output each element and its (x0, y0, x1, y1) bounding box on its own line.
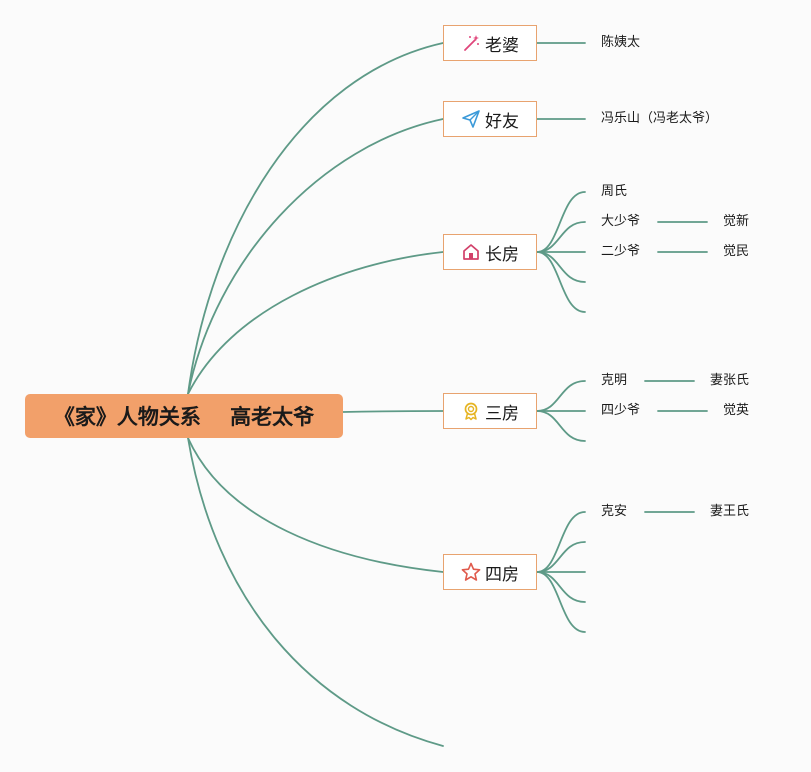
leaf-zhang-2-child[interactable]: 觉新 (721, 214, 752, 230)
leaf-san-1[interactable]: 克明 (599, 373, 630, 389)
star-icon (461, 562, 481, 582)
branch-zhangfang-label: 长房 (485, 244, 519, 265)
branch-wife-label: 老婆 (485, 35, 519, 56)
leaf-si-1[interactable]: 克安 (599, 504, 630, 520)
branch-sifang-label: 四房 (485, 564, 519, 585)
leaf-wife[interactable]: 陈姨太 (599, 35, 643, 51)
branch-zhangfang[interactable]: 长房 (443, 234, 537, 270)
root-label: 《家》人物关系 高老太爷 (53, 405, 315, 429)
leaf-san-2-child[interactable]: 觉英 (721, 403, 752, 419)
leaf-zhang-1[interactable]: 周氏 (599, 184, 630, 200)
paper-plane-icon (461, 109, 481, 129)
leaf-si-1-child[interactable]: 妻王氏 (708, 504, 752, 520)
magic-wand-icon (461, 33, 481, 53)
root-node[interactable]: 《家》人物关系 高老太爷 (25, 394, 343, 438)
award-ribbon-icon (461, 401, 481, 421)
leaf-san-1-child[interactable]: 妻张氏 (708, 373, 752, 389)
branch-sifang[interactable]: 四房 (443, 554, 537, 590)
leaf-zhang-2[interactable]: 大少爷 (599, 214, 643, 230)
branch-sanfang[interactable]: 三房 (443, 393, 537, 429)
branch-wife[interactable]: 老婆 (443, 25, 537, 61)
leaf-zhang-3[interactable]: 二少爷 (599, 244, 643, 260)
leaf-friend[interactable]: 冯乐山（冯老太爷） (599, 111, 721, 127)
house-icon (461, 242, 481, 262)
leaf-zhang-3-child[interactable]: 觉民 (721, 244, 752, 260)
leaf-san-2[interactable]: 四少爷 (599, 403, 643, 419)
branch-friend-label: 好友 (485, 111, 519, 132)
branch-sanfang-label: 三房 (485, 403, 519, 424)
branch-friend[interactable]: 好友 (443, 101, 537, 137)
